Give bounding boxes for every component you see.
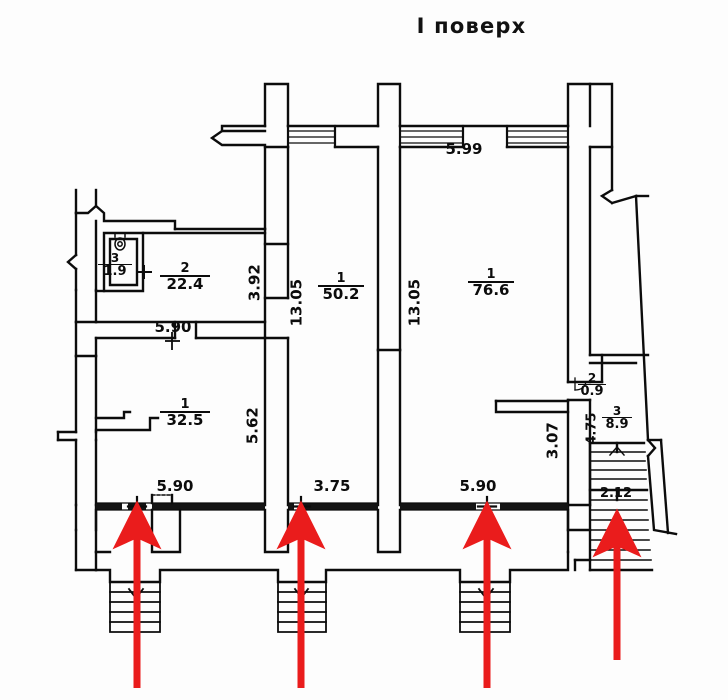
dimension-ticks [165,332,180,350]
dimension-v-3-92: 3.92 [245,264,264,302]
room-number: 3 [110,251,120,265]
room-area: 1.9 [98,264,132,278]
dimension-bottom-5-90-right: 5.90 [459,477,497,495]
room-area: 0.9 [578,384,606,398]
dimension-top-5-99: 5.99 [445,140,483,158]
room-label-2-main: 2 22.4 [160,262,210,293]
room-number: 1 [180,397,190,412]
dimension-stair-2-12: 2.12 [599,486,633,501]
room-label-2-stair-top: 2 0.9 [578,372,606,398]
dimension-mid-5-90: 5.90 [154,318,192,336]
room-number: 3 [612,404,622,418]
room-number: 1 [486,267,496,282]
dimension-bottom-5-90-left: 5.90 [156,477,194,495]
room-area: 50.2 [318,285,364,302]
room-number: 1 [336,271,346,286]
dimension-v-4-75: 4.75 [584,412,600,445]
room-label-1-right: 1 76.6 [468,268,514,299]
room-label-1-center: 1 50.2 [318,272,364,303]
room-area: 32.5 [160,411,210,428]
room-label-1-left: 1 32.5 [160,398,210,429]
wall-outlines [56,82,678,633]
dimension-v-3-07: 3.07 [543,422,562,460]
dimension-v-5-62: 5.62 [243,407,262,445]
dimension-bottom-3-75: 3.75 [313,477,351,495]
entrance-arrows [112,500,642,688]
room-area: 76.6 [468,281,514,298]
room-label-3-stair: 3 8.9 [602,405,632,431]
room-area: 8.9 [602,417,632,431]
room-label-3-wc: 3 1.9 [98,252,132,278]
bottom-exterior-wall [96,503,568,510]
dimension-v-13-05-right: 13.05 [405,278,424,327]
room-number: 2 [587,371,597,385]
room-number: 2 [180,261,190,276]
dimension-v-13-05-left: 13.05 [287,278,306,327]
page-title: I поверх [416,14,527,38]
room-area: 22.4 [160,275,210,292]
